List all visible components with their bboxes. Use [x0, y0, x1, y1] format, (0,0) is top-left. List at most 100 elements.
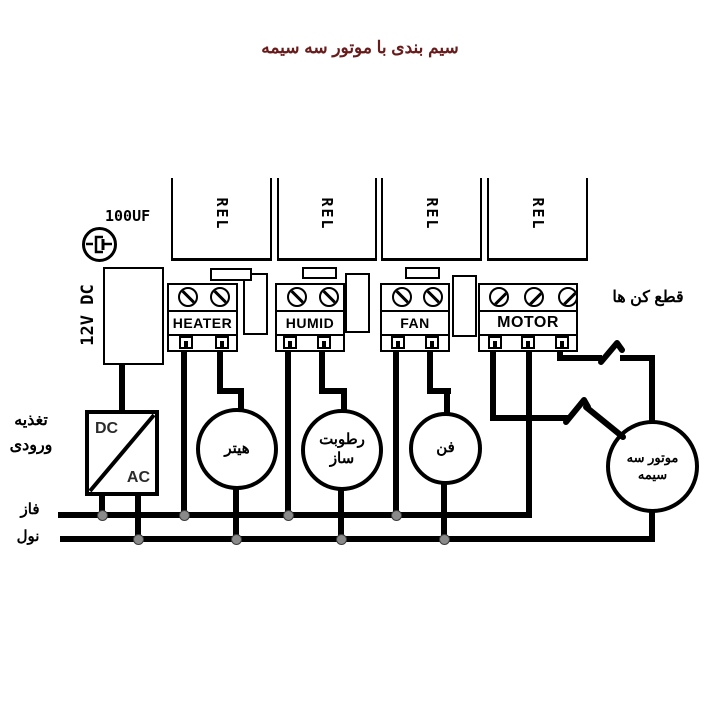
wire-humid-bottom	[338, 486, 344, 540]
psu-12v-box	[103, 267, 164, 365]
wire-clip-icon	[317, 336, 331, 349]
junction-dot	[179, 510, 190, 521]
wire-heater-bottom	[233, 485, 239, 540]
screw-terminal-row	[277, 285, 343, 312]
wire-motor-left-v	[490, 349, 496, 421]
wire-fan-bottom	[441, 481, 447, 540]
screw-terminal-icon	[524, 287, 544, 307]
ac-label: AC	[126, 469, 150, 486]
connector-rect-horizontal-1	[210, 268, 252, 281]
clip-row	[169, 336, 236, 350]
wire-clip-icon	[215, 336, 229, 349]
wire-fan-right-v2	[444, 388, 450, 416]
terminal-block-humid: HUMID	[275, 283, 345, 352]
terminal-block-heater: HEATER	[167, 283, 238, 352]
input-supply-line1: تغذیه	[14, 412, 48, 429]
relay-box-1: REL	[171, 178, 272, 261]
terminal-block-label: MOTOR	[480, 312, 576, 336]
heater-load-label: هیتر	[224, 439, 250, 457]
wire-motor-right-h1	[557, 355, 602, 361]
screw-terminal-row	[480, 285, 578, 312]
input-supply-label: تغذیه ورودی	[2, 408, 60, 458]
wire-clip-icon	[555, 336, 569, 349]
capacitor-value-label: 100UF	[105, 207, 151, 225]
relay-box-4: REL	[487, 178, 588, 261]
screw-terminal-icon	[319, 287, 339, 307]
cutoff-switches-label: قطع کن ها	[612, 289, 684, 306]
connector-rect-vertical-1	[243, 273, 268, 335]
neutral-label: نول	[16, 528, 40, 545]
wire-motor-bottom-to-neutral	[649, 506, 655, 539]
dcac-converter-box: DC AC	[85, 410, 159, 496]
wire-heater-right-v2	[238, 388, 244, 413]
capacitor-symbol	[82, 227, 117, 262]
junction-dot	[283, 510, 294, 521]
wire-humid-right-v1	[319, 349, 325, 394]
motor-load-line1: موتور سه	[626, 450, 679, 466]
dc-label: DC	[95, 420, 119, 437]
terminal-block-motor: MOTOR	[478, 283, 578, 352]
fan-load-label: فن	[436, 439, 455, 457]
wire-fan-right-h	[427, 388, 451, 394]
wire-fan-right-v1	[427, 349, 433, 394]
screw-terminal-icon	[287, 287, 307, 307]
connector-rect-vertical-2	[345, 273, 370, 333]
heater-load-circle: هیتر	[196, 408, 278, 490]
wire-motor-right-v2	[649, 355, 655, 425]
neutral-bus-line	[60, 536, 655, 542]
wire-motor-right-h2	[620, 355, 655, 361]
screw-terminal-icon	[558, 287, 578, 307]
screw-terminal-icon	[423, 287, 443, 307]
clip-row	[480, 336, 576, 350]
phase-label: فاز	[20, 501, 40, 518]
relay-label: REL	[212, 197, 231, 231]
wire-clip-icon	[391, 336, 405, 349]
wire-psu-to-converter	[119, 363, 125, 413]
junction-dot	[391, 510, 402, 521]
wire-clip-icon	[179, 336, 193, 349]
junction-dot	[231, 534, 242, 545]
terminal-block-label: HUMID	[277, 312, 343, 336]
wire-humid-right-v2	[341, 388, 347, 414]
connector-rect-horizontal-2	[302, 267, 337, 279]
terminal-block-label: HEATER	[169, 312, 236, 336]
relay-label: REL	[318, 197, 336, 231]
screw-terminal-icon	[210, 287, 230, 307]
relay-label: REL	[528, 197, 547, 231]
screw-terminal-icon	[489, 287, 509, 307]
wire-motor-mid-to-phase	[526, 350, 532, 516]
junction-dot	[336, 534, 347, 545]
junction-dot	[97, 510, 108, 521]
wire-clip-icon	[283, 336, 297, 349]
phase-bus-line	[58, 512, 532, 518]
wire-humid-right-h	[319, 388, 347, 394]
humidifier-load-line1: رطوبت	[319, 431, 365, 449]
wire-motor-left-h	[490, 415, 570, 421]
terminal-block-fan: FAN	[380, 283, 450, 352]
terminal-block-label: FAN	[382, 312, 448, 336]
connector-rect-vertical-3	[452, 275, 477, 337]
screw-terminal-icon	[178, 287, 198, 307]
wire-heater-left	[181, 349, 187, 516]
wire-humid-left	[285, 349, 291, 516]
humidifier-load-circle: رطوبت ساز	[301, 409, 383, 491]
clip-row	[277, 336, 343, 350]
wire-clip-icon	[488, 336, 502, 349]
humidifier-load-line2: ساز	[329, 450, 355, 467]
motor-load-line2: سیمه	[637, 466, 668, 482]
screw-terminal-icon	[392, 287, 412, 307]
wire-converter-to-phase	[99, 494, 105, 517]
wire-heater-right-h	[217, 388, 244, 394]
wire-fan-left	[393, 349, 399, 516]
connector-rect-horizontal-3	[405, 267, 440, 279]
clip-row	[382, 336, 448, 350]
screw-terminal-row	[169, 285, 236, 312]
input-supply-line2: ورودی	[9, 437, 53, 454]
wire-switch2-to-motor	[583, 404, 626, 440]
relay-box-2: REL	[277, 178, 377, 261]
screw-terminal-row	[382, 285, 448, 312]
relay-box-3: REL	[381, 178, 482, 261]
relay-label: REL	[422, 197, 441, 231]
wire-heater-right-v1	[217, 349, 223, 394]
